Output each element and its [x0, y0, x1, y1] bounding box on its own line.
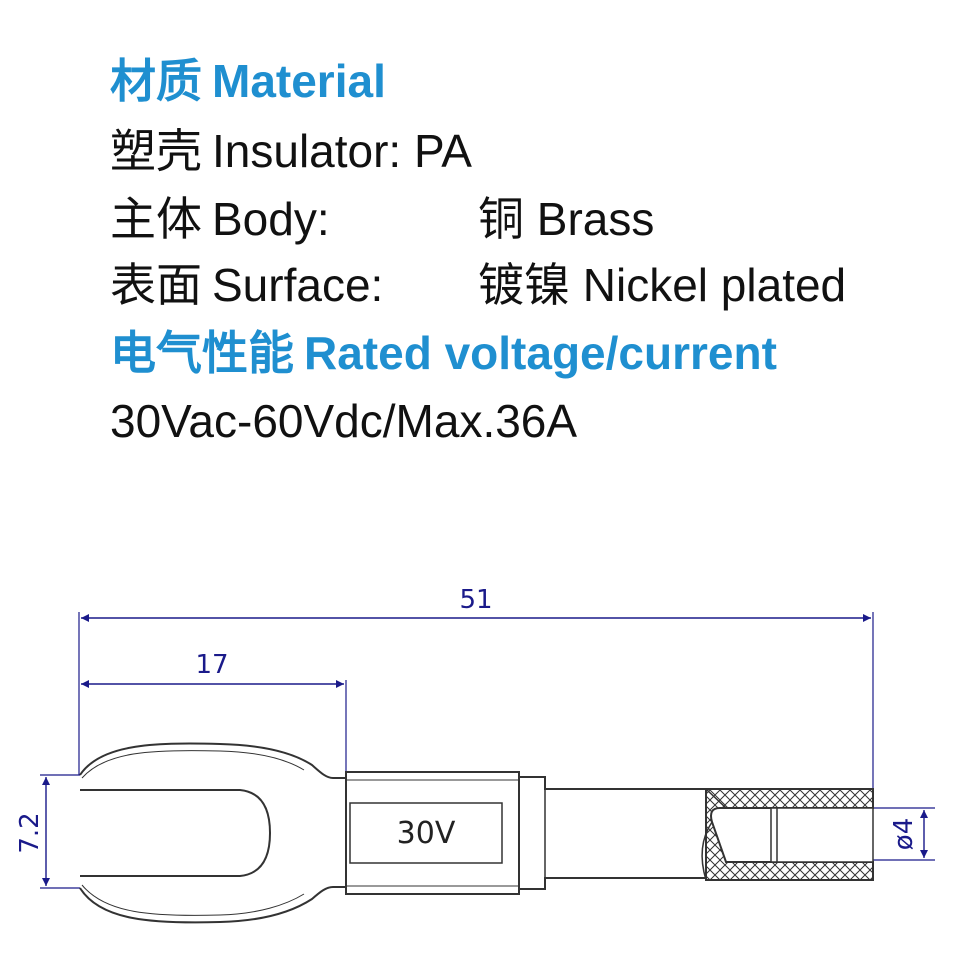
dimension-bore-diameter: ø4 [873, 807, 935, 861]
insulator-zh: 塑壳 [110, 125, 202, 177]
dim-width-label: 7.2 [15, 812, 45, 853]
material-heading-en: Material [212, 55, 386, 107]
dimension-total-length: 51 [78, 585, 874, 795]
rated-heading-zh: 电气性能 [110, 327, 294, 379]
dimension-fork-width: 7.2 [15, 774, 80, 889]
surface-zh: 表面 [110, 259, 202, 311]
body-value: 铜 Brass [478, 193, 655, 245]
rated-heading-en: Rated voltage/current [304, 327, 777, 379]
material-heading-zh: 材质 [110, 55, 202, 107]
insulator-en: Insulator: PA [212, 125, 472, 177]
dim-fork-label: 17 [195, 650, 228, 680]
dim-total-label: 51 [459, 585, 492, 615]
body-zh: 主体 [110, 193, 202, 245]
fork-terminal [79, 742, 346, 924]
rating-value: 30Vac-60Vdc/Max.36A [110, 395, 578, 447]
insulator-label: 30V [397, 816, 456, 851]
dim-bore-label: ø4 [889, 818, 919, 850]
dimension-fork-length: 17 [81, 650, 347, 772]
surface-value: 镀镍 Nickel plated [478, 259, 847, 311]
body-en: Body: [212, 193, 330, 245]
surface-en: Surface: [212, 259, 384, 311]
sleeve-body [519, 776, 706, 890]
barrel-end [701, 788, 874, 881]
insulator-body: 30V [345, 771, 520, 895]
